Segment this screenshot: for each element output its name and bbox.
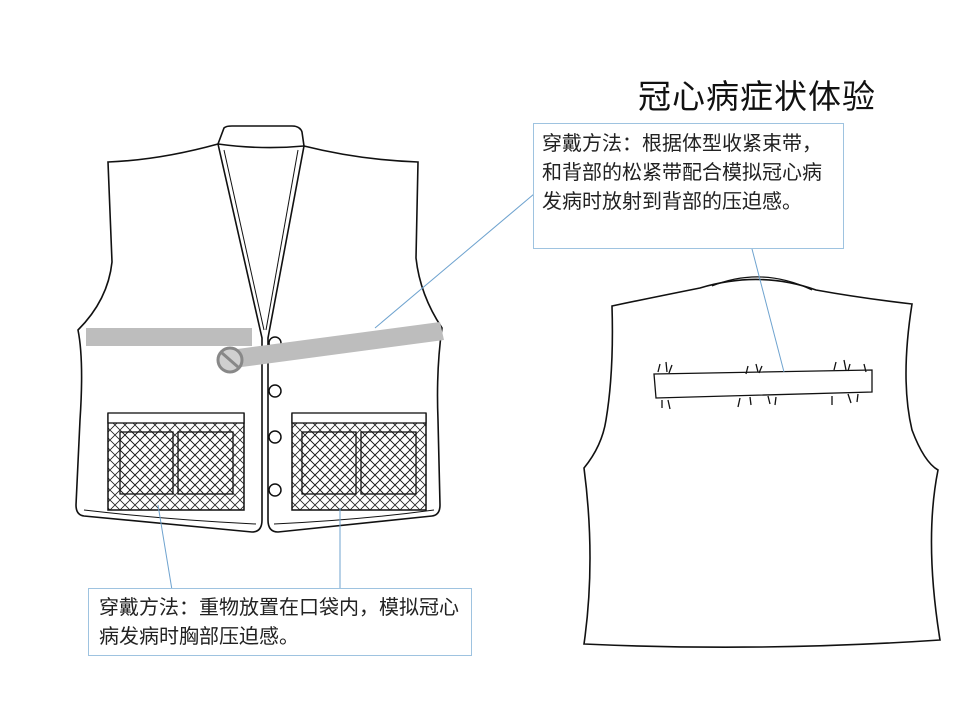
strap-diagonal-segment [230, 322, 444, 368]
callout-front-pockets: 穿戴方法：重物放置在口袋内，模拟冠心病发病时胸部压迫感。 [88, 588, 472, 656]
back-vest [583, 276, 941, 648]
front-pocket-left [107, 412, 245, 511]
button [268, 384, 282, 398]
front-strap [86, 322, 444, 374]
front-left-panel [75, 143, 263, 533]
leader-line-front-strap [374, 193, 535, 329]
strap-left-segment [86, 328, 252, 346]
leader-line-pocket-left [157, 504, 173, 591]
page-title: 冠心病症状体验 [638, 77, 876, 116]
front-pocket-right [291, 412, 427, 511]
front-right-panel [267, 145, 443, 533]
back-elastic-strap [653, 359, 873, 410]
back-outline [583, 278, 941, 648]
front-vest [75, 125, 443, 533]
button [268, 430, 282, 444]
callout-back-strap: 穿戴方法：根据体型收紧束带，和背部的松紧带配合模拟冠心病发病时放射到背部的压迫感… [533, 123, 844, 249]
front-collar [217, 125, 305, 147]
button [268, 483, 282, 497]
